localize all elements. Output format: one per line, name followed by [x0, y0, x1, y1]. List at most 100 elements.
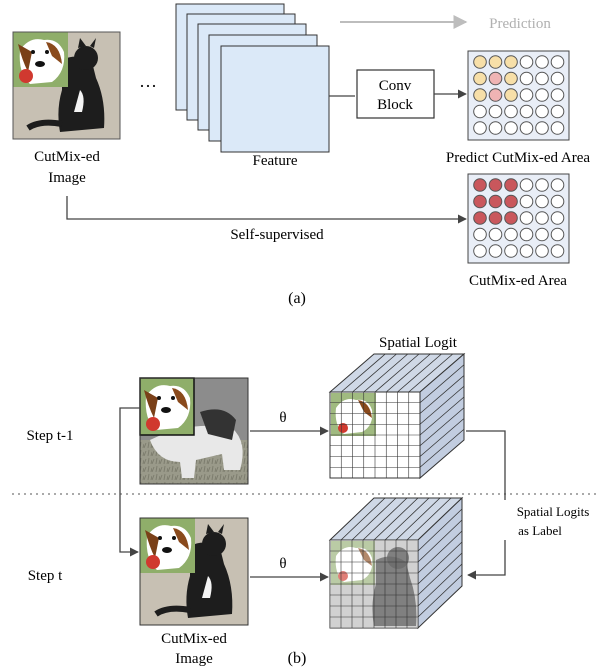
- cube-top-line: [385, 353, 431, 393]
- target-grid-cell: [488, 244, 503, 258]
- target-grid-cell: [473, 244, 487, 258]
- cube-top-line: [406, 497, 452, 541]
- predict-grid-cell: [519, 88, 534, 102]
- predict-grid-cell: [488, 121, 503, 135]
- target-grid-cell: [473, 227, 487, 242]
- cube-side-line: [419, 375, 465, 414]
- predict-grid-cell: [535, 104, 549, 119]
- predict-grid-cell: [488, 55, 503, 69]
- predict-grid-cell: [550, 104, 565, 119]
- cutmix-loop-arrow: [119, 407, 140, 557]
- step-prev-image: [139, 377, 249, 485]
- cube-side-line: [417, 574, 463, 618]
- target-grid-cell: [535, 227, 549, 242]
- predict-grid-cell: [535, 71, 549, 86]
- target-grid-cell: [473, 211, 487, 225]
- cube-side-line: [417, 530, 463, 574]
- predict-area-label: Predict CutMix-ed Area: [446, 150, 590, 166]
- feature-stack: [175, 3, 330, 153]
- step-cur-image: [139, 517, 249, 626]
- target-grid-cell: [550, 194, 565, 209]
- conv-block: [356, 69, 435, 119]
- predict-grid-cell: [535, 121, 549, 135]
- cube-side-line: [417, 519, 463, 563]
- target-grid-cell: [504, 211, 518, 225]
- cube-top-line: [373, 497, 419, 541]
- predict-grid-cell: [488, 88, 503, 102]
- target-grid-cell: [535, 194, 549, 209]
- cube-top-line: [362, 497, 408, 541]
- cube-top-line: [374, 353, 420, 393]
- cube-side-line: [419, 418, 465, 457]
- cube-side-line: [419, 407, 465, 447]
- part-b: Spatial Logit Step t-1 θ: [12, 335, 600, 667]
- spatial-logits-label-line1: Spatial Logits: [517, 504, 590, 519]
- cutmix-area-label: CutMix-ed Area: [469, 273, 567, 289]
- spatial-logit-cube-top: [328, 352, 466, 480]
- predict-grid-cell: [504, 104, 518, 119]
- step-cur-label: Step t: [28, 568, 63, 584]
- target-grid-cell: [535, 178, 549, 192]
- cube-side-line: [419, 364, 465, 404]
- predict-grid-cell: [519, 104, 534, 119]
- part-a: CutMix-ed Image ··· Feature Prediction C…: [12, 3, 590, 307]
- cube-top-line: [352, 353, 397, 393]
- target-grid-cell: [535, 211, 549, 225]
- predict-grid-cell: [504, 55, 518, 69]
- predict-grid-cell: [550, 55, 565, 69]
- cube-top-line: [363, 353, 409, 393]
- input-label-b-line2: Image: [175, 651, 213, 667]
- self-supervised-label: Self-supervised: [230, 227, 324, 243]
- ellipsis: ···: [139, 76, 157, 96]
- target-grid-cell: [504, 194, 518, 209]
- input-label-a-line2: Image: [48, 170, 86, 186]
- spatial-logit-cube-bottom: [328, 496, 464, 630]
- target-grid-cell: [504, 178, 518, 192]
- target-grid-cell: [550, 211, 565, 225]
- target-grid-cell: [535, 244, 549, 258]
- step-prev-label: Step t-1: [26, 428, 73, 444]
- predict-grid-cell: [473, 88, 487, 102]
- cube-top-line: [340, 353, 386, 393]
- cube-side-line: [417, 563, 463, 607]
- caption-a: (a): [288, 290, 306, 307]
- prediction-label: Prediction: [489, 16, 551, 32]
- predict-grid-cell: [535, 55, 549, 69]
- target-grid-cell: [473, 194, 487, 209]
- predict-grid-cell: [550, 121, 565, 135]
- predict-grid: [473, 55, 565, 135]
- target-grid-cell: [550, 227, 565, 242]
- predict-grid-cell: [519, 55, 534, 69]
- cube-side-line: [419, 396, 465, 436]
- target-grid-cell: [504, 227, 518, 242]
- cube-top-line: [395, 497, 441, 541]
- target-grid-cell: [519, 211, 534, 225]
- conv-block-line2: Block: [377, 97, 413, 113]
- predict-grid-cell: [488, 71, 503, 86]
- predict-grid-cell: [473, 71, 487, 86]
- theta-top: θ: [279, 410, 286, 426]
- predict-grid-cell: [535, 88, 549, 102]
- cutmix-image-a: [12, 31, 121, 140]
- target-grid-cell: [550, 244, 565, 258]
- cube-top-line: [384, 497, 430, 541]
- cube-side-line: [419, 385, 465, 425]
- target-grid-cell: [488, 227, 503, 242]
- caption-b: (b): [288, 650, 307, 667]
- self-supervised-arrow: [66, 196, 467, 224]
- cube-top-line: [340, 497, 386, 541]
- target-grid-cell: [488, 194, 503, 209]
- conv-block-line1: Conv: [379, 78, 412, 94]
- predict-grid-cell: [550, 88, 565, 102]
- target-grid-cell: [519, 178, 534, 192]
- target-grid-cell: [488, 211, 503, 225]
- target-grid-cell: [488, 178, 503, 192]
- cube-top-line: [397, 353, 442, 393]
- predict-grid-cell: [473, 55, 487, 69]
- predict-grid-cell: [473, 104, 487, 119]
- target-grid-cell: [519, 227, 534, 242]
- theta-bottom: θ: [279, 556, 286, 572]
- target-grid-cell: [519, 244, 534, 258]
- cube-side-line: [419, 428, 465, 468]
- target-grid: [473, 178, 565, 258]
